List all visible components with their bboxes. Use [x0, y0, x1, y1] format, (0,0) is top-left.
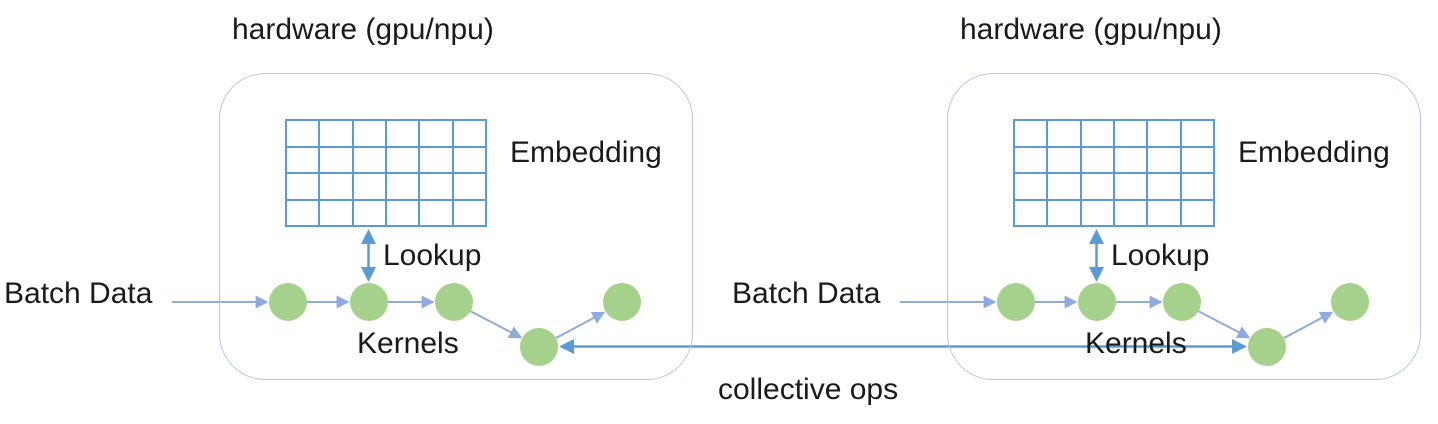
embedding-cell — [286, 120, 320, 147]
embedding-cell — [1147, 146, 1181, 173]
embedding-cell — [452, 173, 486, 200]
kernel-node — [1331, 283, 1369, 321]
embedding-cell — [1080, 120, 1114, 147]
lookup-label: Lookup — [1111, 239, 1210, 272]
embedding-cell — [1014, 199, 1048, 226]
embedding-cell — [352, 173, 386, 200]
embedding-cell — [352, 146, 386, 173]
hardware-box — [947, 73, 1421, 380]
embedding-cell — [319, 120, 353, 147]
embedding-cell — [452, 120, 486, 147]
embedding-cell — [1047, 146, 1081, 173]
embedding-table — [285, 119, 487, 227]
kernel-node — [1163, 283, 1201, 321]
embedding-cell — [1014, 146, 1048, 173]
embedding-cell — [1080, 173, 1114, 200]
embedding-cell — [319, 173, 353, 200]
lookup-label: Lookup — [383, 239, 482, 272]
kernel-node — [997, 283, 1035, 321]
embedding-label: Embedding — [510, 136, 662, 169]
batch-data-label: Batch Data — [732, 277, 881, 310]
embedding-cell — [352, 199, 386, 226]
kernel-node — [1248, 328, 1286, 366]
embedding-cell — [419, 120, 453, 147]
embedding-cell — [1014, 173, 1048, 200]
collective-ops-label: collective ops — [718, 373, 899, 406]
embedding-cell — [352, 120, 386, 147]
embedding-cell — [1147, 199, 1181, 226]
kernel-node — [1078, 283, 1116, 321]
embedding-cell — [1080, 199, 1114, 226]
embedding-cell — [419, 199, 453, 226]
embedding-cell — [286, 199, 320, 226]
embedding-cell — [385, 173, 420, 200]
kernel-node — [603, 283, 641, 321]
embedding-cell — [319, 146, 353, 173]
flow-arrow-icon — [1283, 311, 1334, 339]
embedding-cell — [1147, 120, 1181, 147]
embedding-cell — [286, 173, 320, 200]
embedding-cell — [1014, 120, 1048, 147]
embedding-cell — [1180, 146, 1214, 173]
embedding-cell — [385, 120, 420, 147]
embedding-cell — [286, 146, 320, 173]
embedding-cell — [452, 199, 486, 226]
embedding-cell — [385, 146, 420, 173]
embedding-cell — [452, 146, 486, 173]
kernel-node — [435, 283, 473, 321]
embedding-cell — [1080, 146, 1114, 173]
embedding-cell — [1047, 199, 1081, 226]
batch-data-label: Batch Data — [4, 277, 153, 310]
embedding-cell — [385, 199, 420, 226]
kernels-label: Kernels — [1085, 327, 1187, 360]
kernel-node — [520, 328, 558, 366]
unit-title: hardware (gpu/npu) — [960, 13, 1222, 46]
embedding-cell — [1113, 146, 1148, 173]
embedding-cell — [319, 199, 353, 226]
embedding-table — [1013, 119, 1215, 227]
embedding-cell — [1113, 173, 1148, 200]
hardware-unit-1: hardware (gpu/npu) Embedding Lookup Batc… — [4, 13, 693, 380]
kernel-node — [350, 283, 388, 321]
embedding-cell — [419, 173, 453, 200]
embedding-cell — [1113, 120, 1148, 147]
embedding-cell — [1180, 173, 1214, 200]
unit-title: hardware (gpu/npu) — [232, 13, 494, 46]
embedding-cell — [1047, 120, 1081, 147]
flow-arrow-icon — [555, 311, 606, 339]
flow-arrow-icon — [469, 310, 523, 339]
embedding-cell — [419, 146, 453, 173]
embedding-cell — [1113, 199, 1148, 226]
embedding-cell — [1180, 120, 1214, 147]
hardware-box — [219, 73, 693, 380]
embedding-cell — [1047, 173, 1081, 200]
embedding-label: Embedding — [1238, 136, 1390, 169]
embedding-cell — [1180, 199, 1214, 226]
embedding-cell — [1147, 173, 1181, 200]
kernel-node — [269, 283, 307, 321]
flow-arrow-icon — [1197, 310, 1251, 339]
hardware-unit-2: hardware (gpu/npu) Embedding Lookup Batc… — [728, 0, 1438, 424]
kernels-label: Kernels — [357, 327, 459, 360]
